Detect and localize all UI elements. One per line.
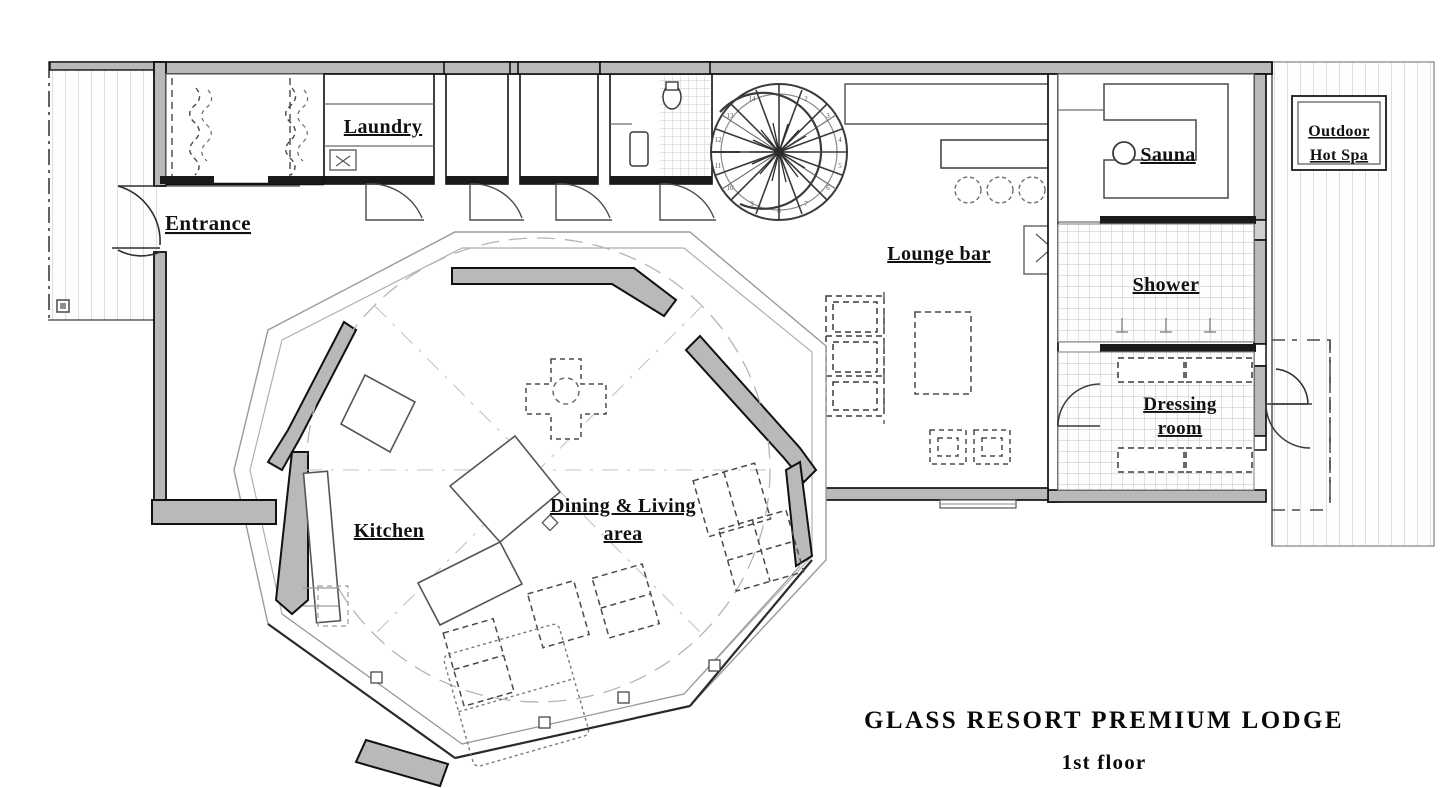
octagon-main-hall	[151, 231, 827, 788]
room-label-lounge-bar: Lounge bar	[887, 243, 990, 265]
outdoor-hot-spa-box	[1291, 95, 1387, 171]
corridor	[815, 487, 1049, 509]
room-label-dressing-room-line1: Dressing	[1143, 394, 1217, 415]
north-wing-rooms	[160, 61, 716, 221]
svg-text:5: 5	[838, 162, 842, 170]
room-label-outdoor-hot-spa-line1: Outdoor	[1308, 123, 1369, 140]
svg-text:10: 10	[727, 184, 735, 192]
plan-subtitle: 1st floor	[1062, 750, 1147, 774]
room-label-shower: Shower	[1133, 274, 1200, 296]
room-label-dining-living-line2: area	[604, 523, 643, 545]
svg-text:14: 14	[749, 95, 757, 103]
deck-terrace-left	[48, 61, 161, 321]
svg-text:4: 4	[838, 136, 842, 144]
building-shell-north	[153, 61, 1273, 525]
spa-wing	[1047, 73, 1312, 503]
room-label-dining-living-line1: Dining & Living	[550, 495, 696, 517]
lounge-bar-area	[825, 83, 1063, 465]
room-label-laundry: Laundry	[344, 116, 422, 138]
svg-text:9: 9	[750, 200, 754, 208]
svg-text:1: 1	[777, 89, 781, 97]
room-labels: Entrance Laundry Lounge bar Sauna Shower…	[165, 116, 1369, 545]
svg-text:2: 2	[804, 95, 808, 103]
room-label-sauna: Sauna	[1140, 144, 1195, 166]
svg-text:7: 7	[804, 200, 808, 208]
room-label-outdoor-hot-spa-line2: Hot Spa	[1310, 147, 1368, 164]
room-label-dressing-room-line2: room	[1158, 418, 1203, 439]
svg-text:8: 8	[777, 207, 781, 215]
room-label-kitchen: Kitchen	[354, 520, 425, 542]
room-label-entrance: Entrance	[165, 211, 251, 235]
svg-text:6: 6	[826, 184, 830, 192]
plan-title: GLASS RESORT PREMIUM LODGE	[864, 707, 1344, 734]
svg-text:12: 12	[715, 136, 723, 144]
title-block: GLASS RESORT PREMIUM LODGE 1st floor	[864, 707, 1344, 774]
svg-text:3: 3	[826, 112, 830, 120]
svg-text:13: 13	[727, 112, 735, 120]
entrance-door-swing	[112, 185, 161, 257]
svg-text:11: 11	[715, 162, 722, 170]
